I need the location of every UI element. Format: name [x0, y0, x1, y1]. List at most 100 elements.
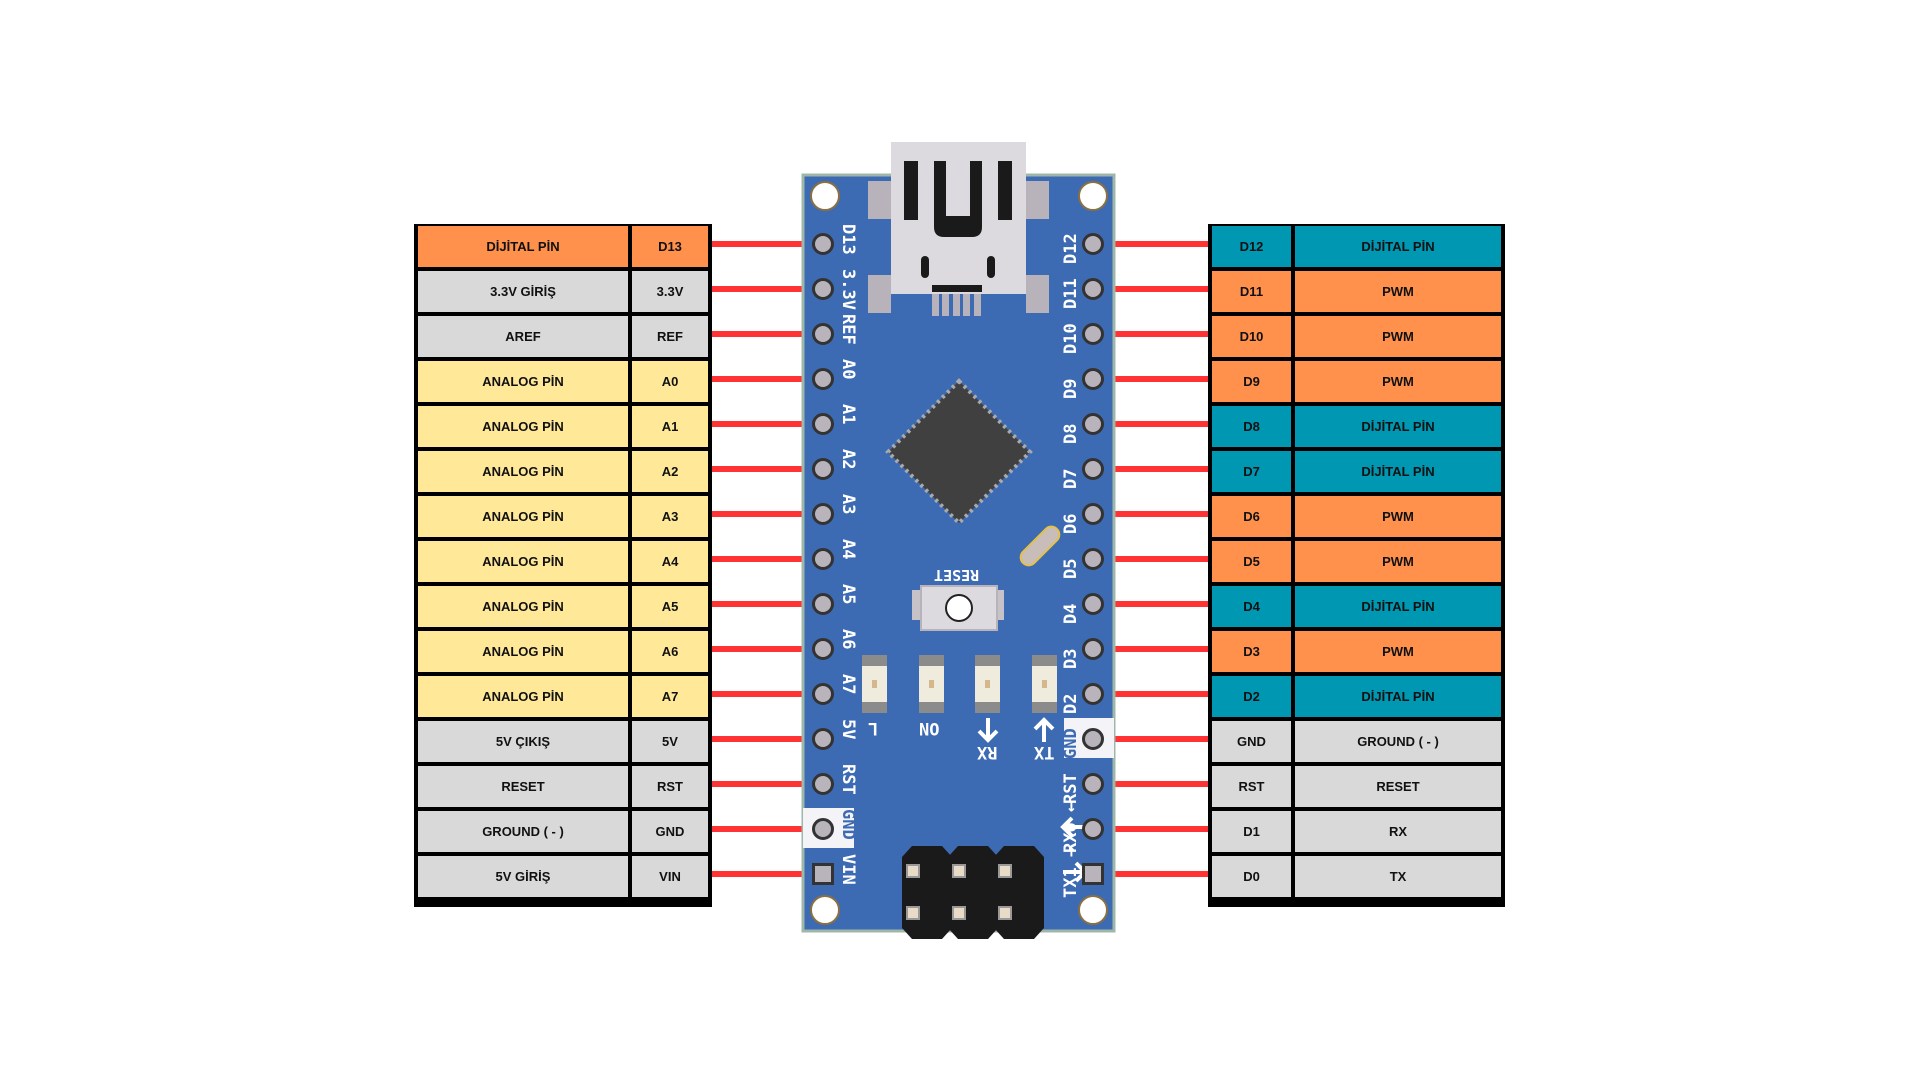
wire-right — [1095, 871, 1208, 877]
pin-name: A4 — [632, 541, 708, 582]
led-label-on: ON — [919, 718, 940, 738]
pin-header — [812, 413, 834, 435]
pin-name: A2 — [632, 451, 708, 492]
pin-header — [1082, 548, 1104, 570]
pin-name: RST — [1212, 766, 1291, 807]
pin-header — [1082, 818, 1104, 840]
board-pin-label: REF — [838, 314, 858, 345]
pin-description: GROUND ( - ) — [418, 811, 628, 852]
pin-header — [1082, 413, 1104, 435]
mounting-hole — [810, 181, 840, 211]
pin-header — [812, 233, 834, 255]
pin-header — [812, 548, 834, 570]
board-pin-label: D5 — [1061, 558, 1081, 579]
pin-description: DİJİTAL PİN — [1295, 451, 1501, 492]
pin-description: ANALOG PİN — [418, 541, 628, 582]
pin-description: 5V GİRİŞ — [418, 856, 628, 897]
reset-button-icon — [912, 585, 1004, 631]
usb-connector-icon — [868, 142, 1049, 316]
wire-right — [1095, 511, 1208, 517]
pin-header — [1082, 638, 1104, 660]
board-pin-label: 3.3V — [838, 269, 858, 310]
pin-name: D5 — [1212, 541, 1291, 582]
board-pin-label: 5V — [838, 719, 858, 740]
board-pin-label: D8 — [1061, 423, 1081, 444]
pin-header — [812, 503, 834, 525]
pin-header — [812, 683, 834, 705]
pin-name: A0 — [632, 361, 708, 402]
pin-header — [812, 773, 834, 795]
wire-left — [712, 646, 822, 652]
pin-header — [812, 458, 834, 480]
pin-name: D6 — [1212, 496, 1291, 537]
board-pin-label: A1 — [838, 404, 858, 425]
board-pin-label: D11 — [1061, 278, 1081, 309]
pin-name: GND — [632, 811, 708, 852]
pin-description: PWM — [1295, 361, 1501, 402]
board-pin-label: RX0 ← — [1061, 801, 1081, 853]
pin-description: TX — [1295, 856, 1501, 897]
icsp-header-icon — [902, 846, 1044, 939]
pin-header — [812, 818, 834, 840]
pin-description: DİJİTAL PİN — [418, 226, 628, 267]
pin-description: DİJİTAL PİN — [1295, 676, 1501, 717]
pin-name: D13 — [632, 226, 708, 267]
pin-name: D3 — [1212, 631, 1291, 672]
pin-description: AREF — [418, 316, 628, 357]
mounting-hole — [810, 895, 840, 925]
wire-left — [712, 376, 822, 382]
wire-left — [712, 421, 822, 427]
pin-header — [812, 593, 834, 615]
pin-name: D7 — [1212, 451, 1291, 492]
pin-description: PWM — [1295, 316, 1501, 357]
board-pin-label: D12 — [1061, 233, 1081, 264]
board-pin-label: D7 — [1061, 468, 1081, 489]
board-pin-label: A6 — [838, 629, 858, 650]
wire-right — [1095, 421, 1208, 427]
board-pin-label: D2 — [1061, 693, 1081, 714]
reset-label: RESET — [934, 566, 980, 584]
mounting-hole — [1078, 181, 1108, 211]
pin-name: D4 — [1212, 586, 1291, 627]
pin-description: PWM — [1295, 631, 1501, 672]
pin-name: VIN — [632, 856, 708, 897]
wire-right — [1095, 241, 1208, 247]
pin-description: GROUND ( - ) — [1295, 721, 1501, 762]
pin-description: ANALOG PİN — [418, 676, 628, 717]
board-pin-label: A5 — [838, 584, 858, 605]
wire-left — [712, 286, 822, 292]
pin-description: 3.3V GİRİŞ — [418, 271, 628, 312]
wire-left — [712, 781, 822, 787]
board-pin-label: RST — [838, 764, 858, 795]
pin-description: ANALOG PİN — [418, 361, 628, 402]
pin-name: 5V — [632, 721, 708, 762]
pin-header — [1082, 593, 1104, 615]
pin-description: RESET — [418, 766, 628, 807]
board-pin-label: GND — [838, 809, 858, 840]
pin-name: 3.3V — [632, 271, 708, 312]
board-pin-label: D4 — [1061, 603, 1081, 624]
pin-name: D10 — [1212, 316, 1291, 357]
wire-right — [1095, 466, 1208, 472]
wire-left — [712, 736, 822, 742]
pin-description: DİJİTAL PİN — [1295, 406, 1501, 447]
pin-name: A3 — [632, 496, 708, 537]
pin-header — [1082, 503, 1104, 525]
wire-right — [1095, 331, 1208, 337]
